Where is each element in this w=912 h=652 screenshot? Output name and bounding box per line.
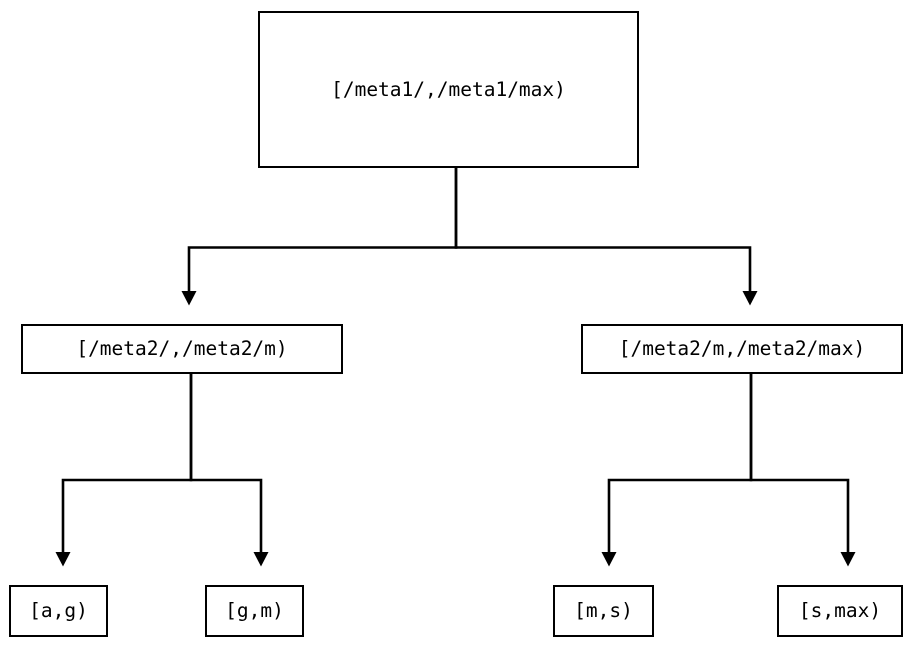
tree-node-mid-left-label: [/meta2/,/meta2/m) bbox=[76, 337, 288, 361]
tree-node-leaf-ag[interactable]: [a,g) bbox=[9, 585, 108, 637]
arrowhead-mid-right bbox=[742, 291, 758, 306]
tree-node-leaf-ag-label: [a,g) bbox=[29, 599, 88, 623]
tree-node-leaf-smax-label: [s,max) bbox=[798, 599, 882, 623]
edge-mid-right-to-leaf-ms bbox=[601, 374, 753, 567]
tree-node-leaf-ms[interactable]: [m,s) bbox=[553, 585, 654, 637]
arrowhead-leaf-smax bbox=[840, 552, 856, 567]
tree-node-leaf-smax[interactable]: [s,max) bbox=[777, 585, 903, 637]
tree-node-mid-left[interactable]: [/meta2/,/meta2/m) bbox=[21, 324, 343, 374]
arrowhead-leaf-ms bbox=[601, 552, 617, 567]
tree-node-mid-right[interactable]: [/meta2/m,/meta2/max) bbox=[581, 324, 903, 374]
tree-node-leaf-ms-label: [m,s) bbox=[574, 599, 633, 623]
tree-node-root[interactable]: [/meta1/,/meta1/max) bbox=[258, 11, 639, 168]
tree-node-root-label: [/meta1/,/meta1/max) bbox=[331, 77, 566, 101]
edge-mid-left-to-leaf-ag bbox=[55, 374, 193, 567]
tree-node-mid-right-label: [/meta2/m,/meta2/max) bbox=[618, 337, 866, 361]
edge-root-to-mid-left bbox=[181, 168, 458, 306]
edge-root-to-mid-right bbox=[454, 168, 758, 306]
arrowhead-leaf-ag bbox=[55, 552, 71, 567]
arrowhead-leaf-gm bbox=[253, 552, 269, 567]
tree-node-leaf-gm[interactable]: [g,m) bbox=[205, 585, 304, 637]
arrowhead-mid-left bbox=[181, 291, 197, 306]
tree-node-leaf-gm-label: [g,m) bbox=[225, 599, 284, 623]
edge-mid-right-to-leaf-smax bbox=[749, 374, 856, 567]
edge-mid-left-to-leaf-gm bbox=[189, 374, 269, 567]
